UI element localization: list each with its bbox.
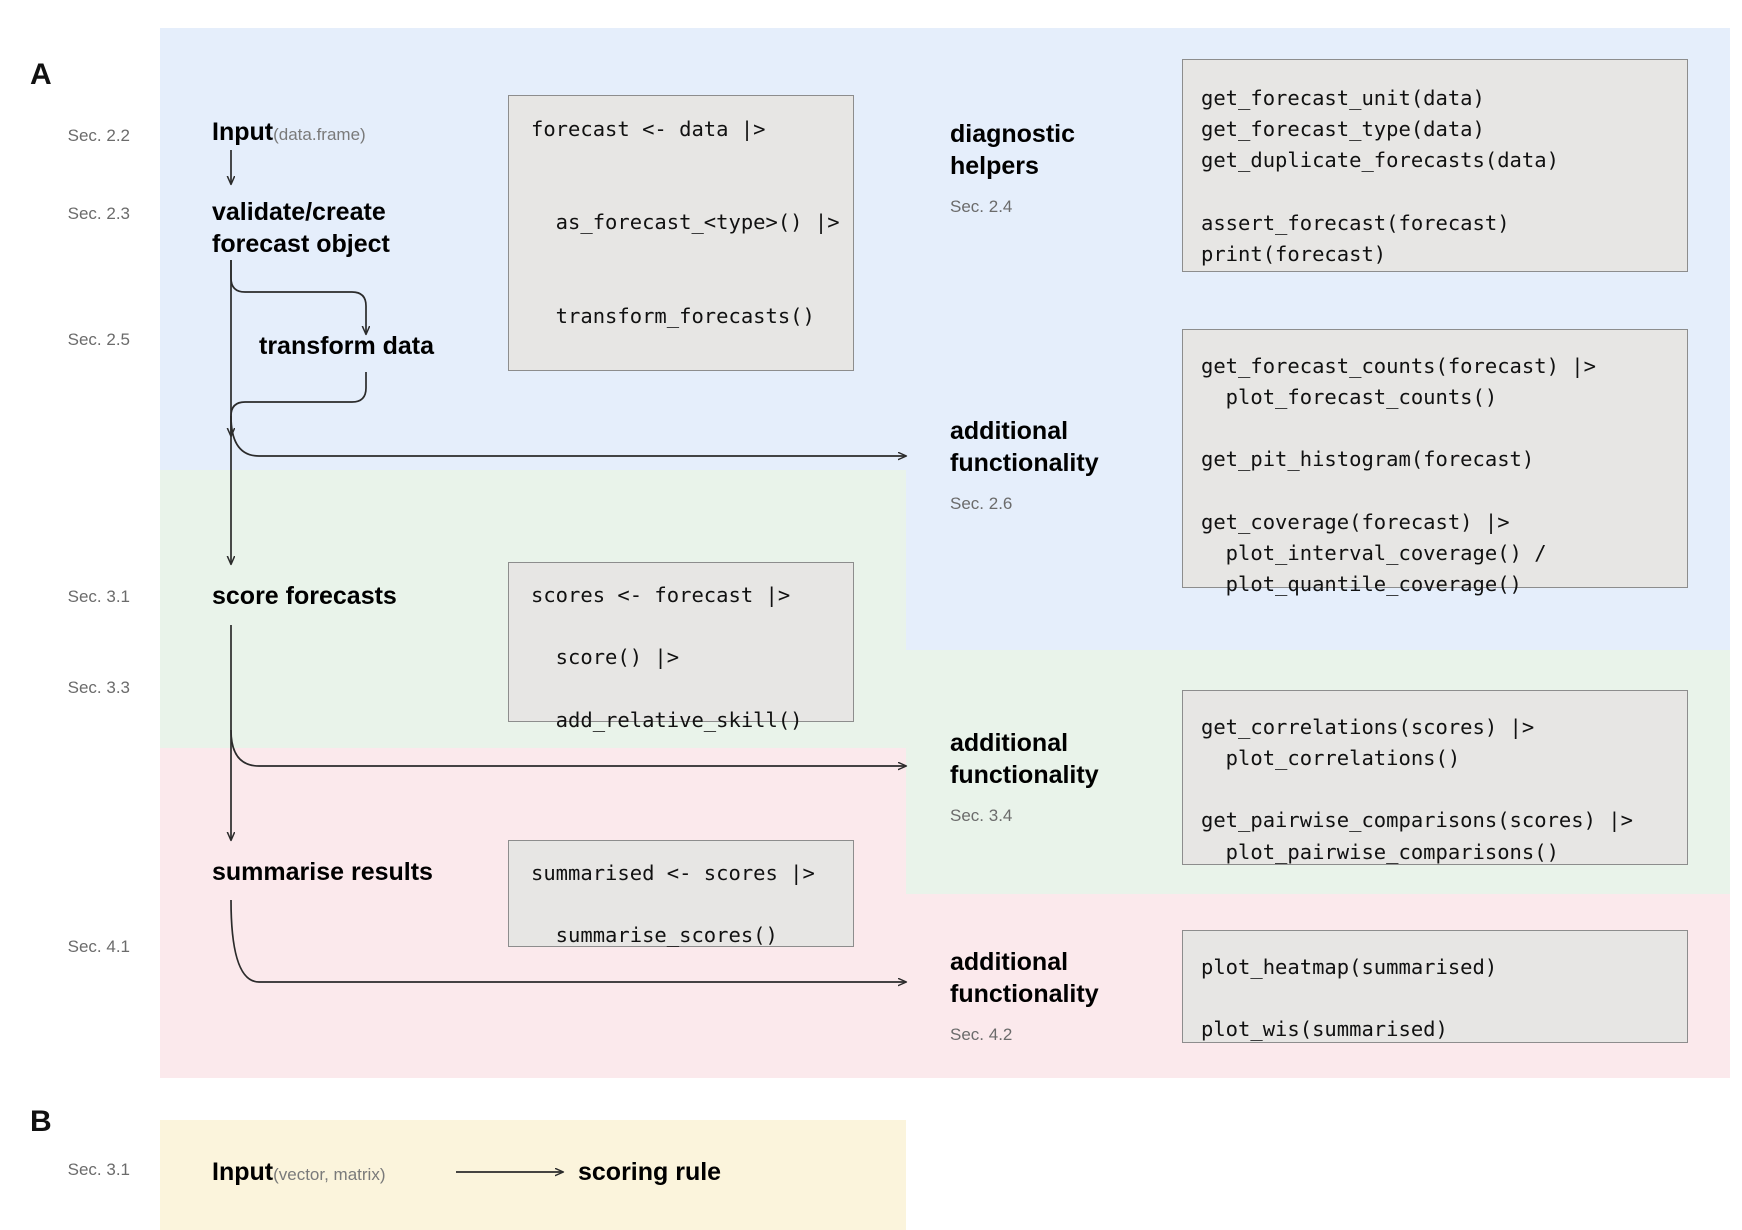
- code-box-additional-4-2: plot_heatmap(summarised) plot_wis(summar…: [1182, 930, 1688, 1043]
- heading-additional-functionality-2-6: additional functionality: [950, 417, 1099, 477]
- section-label-2-4: Sec. 2.4: [950, 197, 1013, 216]
- section-label-4-2: Sec. 4.2: [950, 1025, 1013, 1044]
- flow-node-transform: transform data: [259, 332, 435, 360]
- section-label-3-3: Sec. 3.3: [67, 678, 130, 697]
- code-box-diagnostic-helpers: get_forecast_unit(data) get_forecast_typ…: [1182, 59, 1688, 272]
- section-label-3-4: Sec. 3.4: [950, 806, 1013, 825]
- heading-diagnostic-helpers: diagnostic helpers: [950, 120, 1076, 180]
- code-box-score-pipeline: scores <- forecast |> score() |> add_rel…: [508, 562, 854, 732]
- panel-b-input-label: Input: [212, 1158, 274, 1186]
- code-box-forecast-pipeline: forecast <- data |> as_forecast_<type>()…: [508, 95, 854, 371]
- section-label-2-3: Sec. 2.3: [67, 204, 130, 223]
- code-text-additional-3-4: get_correlations(scores) |> plot_correla…: [1201, 715, 1633, 864]
- panel-b-node-input: Input(vector, matrix): [212, 1156, 386, 1188]
- section-label-3-1: Sec. 3.1: [67, 587, 130, 606]
- section-label-b-3-1: Sec. 3.1: [67, 1160, 130, 1179]
- panel-label-b: B: [30, 1105, 52, 1138]
- flow-node-input-label: Input: [212, 118, 274, 146]
- flow-node-score: score forecasts: [212, 582, 397, 610]
- code-text-score-pipeline: scores <- forecast |> score() |> add_rel…: [531, 583, 803, 732]
- flow-node-input-sublabel: (data.frame): [273, 125, 366, 144]
- code-text-summarise-pipeline: summarised <- scores |> summarise_scores…: [531, 861, 815, 948]
- heading-additional-functionality-3-4: additional functionality: [950, 729, 1099, 789]
- panel-label-a: A: [30, 58, 52, 91]
- code-text-forecast-pipeline: forecast <- data |> as_forecast_<type>()…: [531, 117, 840, 328]
- code-box-summarise-pipeline: summarised <- scores |> summarise_scores…: [508, 840, 854, 947]
- panel-b-node-scoring-rule: scoring rule: [578, 1158, 722, 1186]
- section-label-2-6: Sec. 2.6: [950, 494, 1013, 513]
- section-label-2-2: Sec. 2.2: [67, 126, 130, 145]
- section-label-2-5: Sec. 2.5: [67, 330, 130, 349]
- code-text-additional-4-2: plot_heatmap(summarised) plot_wis(summar…: [1201, 955, 1498, 1042]
- band-panel-b: [160, 1120, 906, 1230]
- code-box-additional-3-4: get_correlations(scores) |> plot_correla…: [1182, 690, 1688, 865]
- flow-node-summarise: summarise results: [212, 858, 433, 886]
- flow-node-validate: validate/create forecast object: [212, 198, 390, 258]
- code-text-diagnostic-helpers: get_forecast_unit(data) get_forecast_typ…: [1201, 86, 1559, 266]
- panel-b-input-sublabel: (vector, matrix): [273, 1165, 386, 1184]
- heading-additional-functionality-4-2: additional functionality: [950, 948, 1099, 1008]
- section-label-4-1: Sec. 4.1: [67, 937, 130, 956]
- code-box-additional-2-6: get_forecast_counts(forecast) |> plot_fo…: [1182, 329, 1688, 596]
- flow-node-input: Input(data.frame): [212, 116, 366, 148]
- code-text-additional-2-6: get_forecast_counts(forecast) |> plot_fo…: [1201, 354, 1596, 597]
